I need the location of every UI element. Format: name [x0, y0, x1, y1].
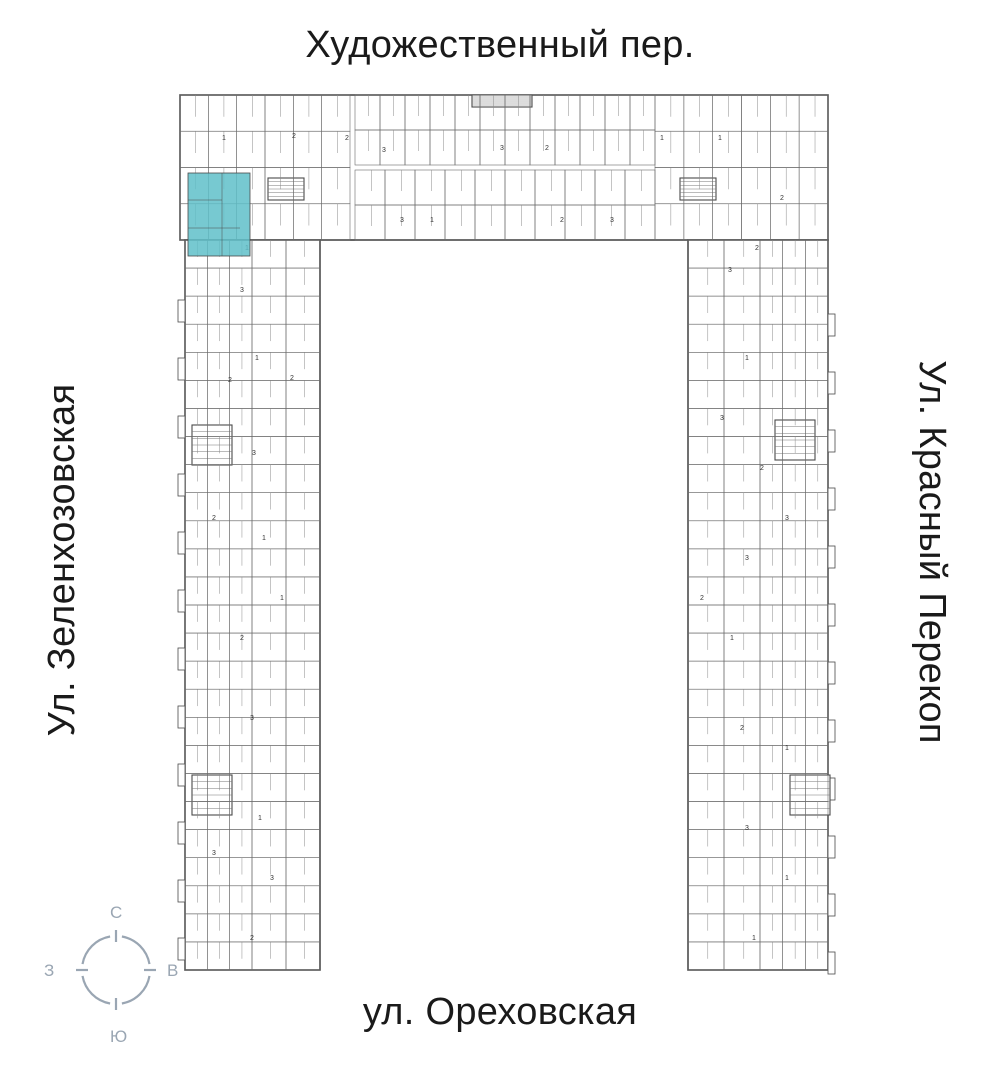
courtyard-edge [319, 239, 689, 970]
room-count-label: 2 [545, 145, 549, 152]
room-count-label: 2 [290, 375, 294, 382]
room-count-label: 3 [745, 825, 749, 832]
room-cell [805, 941, 829, 971]
room-count-label: 2 [560, 217, 564, 224]
balcony [827, 487, 836, 511]
room-count-label: 2 [780, 195, 784, 202]
balcony [827, 951, 836, 975]
balcony [177, 705, 186, 729]
room-count-label: 1 [222, 135, 226, 142]
balcony [177, 879, 186, 903]
room-count-label: 1 [258, 815, 262, 822]
room-count-label: 3 [400, 217, 404, 224]
room-count-label: 1 [430, 217, 434, 224]
room-count-label: 2 [760, 465, 764, 472]
balcony [177, 763, 186, 787]
room-count-label: 1 [730, 635, 734, 642]
balcony [177, 821, 186, 845]
room-count-label: 3 [270, 875, 274, 882]
balcony [827, 661, 836, 685]
balcony [177, 589, 186, 613]
compass-arc [81, 975, 111, 1005]
room-count-label: 1 [752, 935, 756, 942]
room-count-label: 1 [660, 135, 664, 142]
selected-apartment[interactable] [187, 172, 251, 257]
balcony [827, 719, 836, 743]
balcony [827, 835, 836, 859]
room-count-label: 2 [740, 725, 744, 732]
balcony [177, 473, 186, 497]
room-count-label: 2 [345, 135, 349, 142]
balcony [827, 313, 836, 337]
room-count-label: 3 [745, 555, 749, 562]
compass-icon [76, 930, 156, 1010]
balcony [827, 429, 836, 453]
room-count-label: 2 [700, 595, 704, 602]
balcony [827, 371, 836, 395]
room-count-label: 2 [212, 515, 216, 522]
street-label-north: Художественный пер. [305, 24, 695, 66]
balcony [177, 357, 186, 381]
room-count-label: 3 [250, 715, 254, 722]
building-wings [177, 94, 836, 975]
room-count-label: 3 [610, 217, 614, 224]
room-count-label: 2 [292, 133, 296, 140]
room-count-label: 3 [728, 267, 732, 274]
room-count-label: 1 [262, 535, 266, 542]
balcony [177, 415, 186, 439]
compass-arc [121, 975, 151, 1005]
balcony [827, 545, 836, 569]
room-count-label: 1 [785, 745, 789, 752]
room-count-label: 3 [252, 450, 256, 457]
room-count-label: 1 [745, 355, 749, 362]
compass-north-label: С [110, 903, 123, 922]
room-count-label: 1 [785, 875, 789, 882]
room-count-label: 3 [500, 145, 504, 152]
balcony [827, 893, 836, 917]
stair-cores [191, 94, 831, 816]
room-count-label: 3 [212, 850, 216, 857]
room-count-label: 1 [255, 355, 259, 362]
compass-west-label: З [44, 961, 55, 980]
room-count-label: 3 [720, 415, 724, 422]
room-count-label: 1 [280, 595, 284, 602]
balcony [177, 937, 186, 961]
room-count-label: 3 [785, 515, 789, 522]
apartment-cells [179, 94, 829, 971]
compass-arc [121, 935, 151, 965]
room-cell [321, 203, 351, 241]
room-count-label: 2 [250, 935, 254, 942]
room-count-label: 3 [382, 147, 386, 154]
balcony [177, 299, 186, 323]
compass-arc [81, 935, 111, 965]
balcony [177, 531, 186, 555]
room-cell [285, 941, 321, 971]
room-count-label: 3 [240, 287, 244, 294]
room-count-label: 2 [240, 635, 244, 642]
room-count-label: 2 [755, 245, 759, 252]
compass-south-label: Ю [110, 1027, 128, 1046]
compass-east-label: В [167, 961, 179, 980]
balcony [827, 603, 836, 627]
room-count-label: 1 [718, 135, 722, 142]
room-count-label: 2 [228, 377, 232, 384]
street-label-south: ул. Ореховская [362, 991, 638, 1033]
balcony [177, 647, 186, 671]
